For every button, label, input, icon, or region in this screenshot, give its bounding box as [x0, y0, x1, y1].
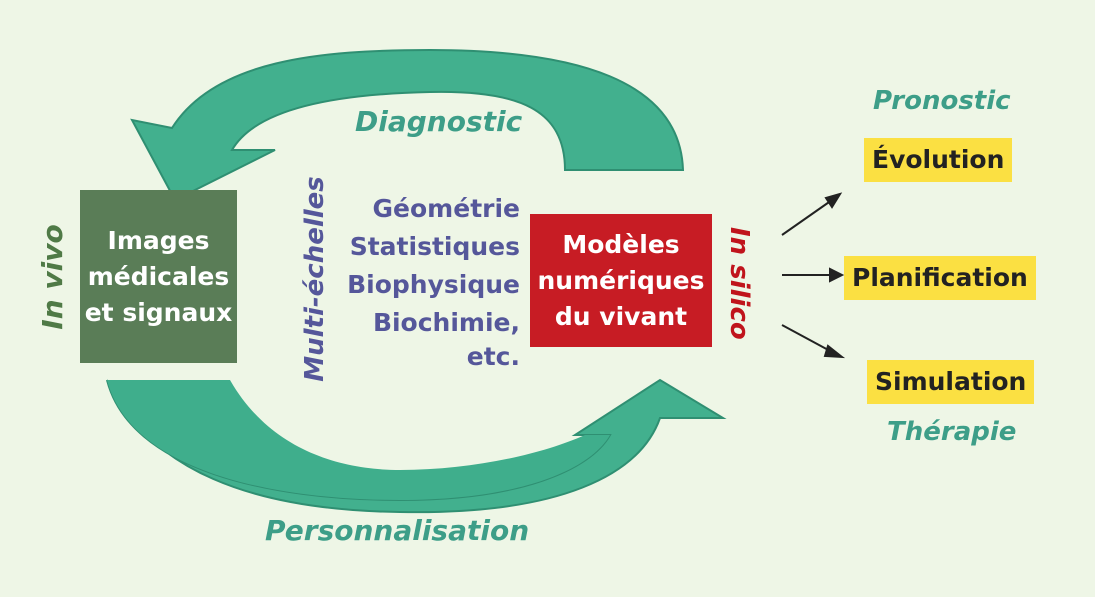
- outcome-arrows: [781, 192, 846, 359]
- evolution-badge: Évolution: [864, 138, 1013, 182]
- digital-models-line: du vivant: [554, 301, 688, 331]
- in-silico-label: In silico: [724, 227, 754, 340]
- medical-images-line: et signaux: [84, 297, 233, 327]
- pronostic-label: Pronostic: [873, 86, 1011, 116]
- method-item: Biochimie,: [372, 308, 520, 337]
- medical-images-line: médicales: [87, 261, 230, 291]
- method-item: etc.: [466, 342, 520, 371]
- simulation-badge: Simulation: [867, 360, 1035, 404]
- medical-images-line: Images: [107, 225, 210, 255]
- planification-badge: Planification: [844, 256, 1036, 300]
- in-vivo-label: In vivo: [36, 224, 69, 330]
- personnalisation-label: Personnalisation: [265, 514, 530, 547]
- digital-models-line: Modèles: [562, 229, 680, 259]
- therapie-label: Thérapie: [887, 417, 1017, 447]
- multi-scale-label: Multi-échelles: [300, 176, 330, 382]
- methods-list: Géométrie Statistiques Biophysique Bioch…: [330, 190, 520, 372]
- diagnostic-label: Diagnostic: [355, 105, 523, 138]
- medical-images-box: Images médicales et signaux: [80, 190, 237, 363]
- method-item: Biophysique: [347, 270, 520, 299]
- top-cycle-arrow: [130, 48, 685, 202]
- method-item: Statistiques: [349, 232, 520, 261]
- digital-models-box: Modèles numériques du vivant: [530, 214, 712, 347]
- method-item: Géométrie: [372, 194, 520, 223]
- bottom-cycle-arrow-body: [107, 380, 610, 500]
- digital-models-line: numériques: [537, 265, 705, 295]
